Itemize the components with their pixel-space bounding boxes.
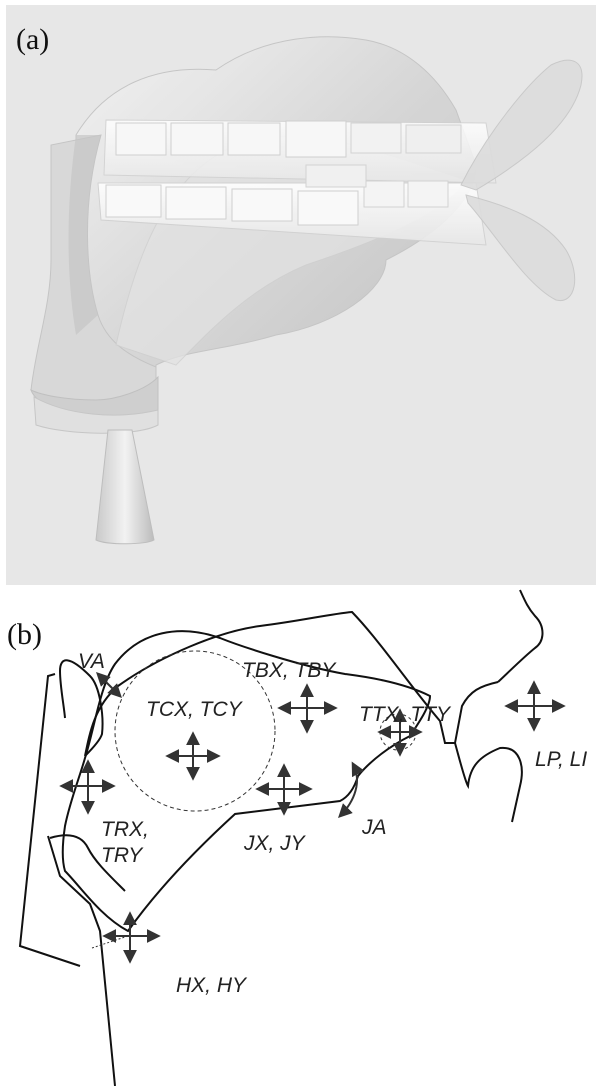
lower-jaw-outline bbox=[455, 743, 522, 822]
label-try: TRY bbox=[101, 844, 144, 867]
vocal-tract-3d-panel: (a) bbox=[6, 5, 596, 585]
tcx-tcy-arrows bbox=[168, 734, 218, 778]
lower-lip bbox=[466, 195, 575, 301]
velum-outline bbox=[20, 660, 103, 966]
label-tbx-tby: TBX, TBY bbox=[242, 659, 337, 682]
label-tcx-tcy: TCX, TCY bbox=[146, 698, 244, 721]
label-lp-li: LP, LI bbox=[535, 748, 587, 771]
palate-outline bbox=[85, 612, 498, 756]
tbx-tby-arrows bbox=[280, 686, 335, 731]
upper-lip-outline bbox=[498, 590, 543, 682]
vocal-tract-3d-model bbox=[6, 5, 596, 585]
upper-teeth bbox=[104, 120, 496, 183]
larynx-outline bbox=[48, 836, 115, 1086]
label-ja: JA bbox=[361, 816, 387, 839]
articulatory-parameter-diagram: VA TBX, TBY TCX, TCY TTX, TTY LP, LI TRX… bbox=[0, 586, 596, 1086]
label-va: VA bbox=[78, 650, 105, 673]
panel-a-label: (a) bbox=[16, 23, 49, 57]
label-hx-hy: HX, HY bbox=[176, 974, 248, 997]
trachea-tube bbox=[96, 430, 154, 544]
label-trx: TRX, bbox=[101, 818, 149, 841]
lp-li-arrows bbox=[507, 683, 563, 729]
ja-arrow bbox=[340, 764, 357, 816]
label-jx-jy: JX, JY bbox=[243, 832, 307, 855]
label-ttx-tty: TTX, TTY bbox=[359, 703, 452, 726]
